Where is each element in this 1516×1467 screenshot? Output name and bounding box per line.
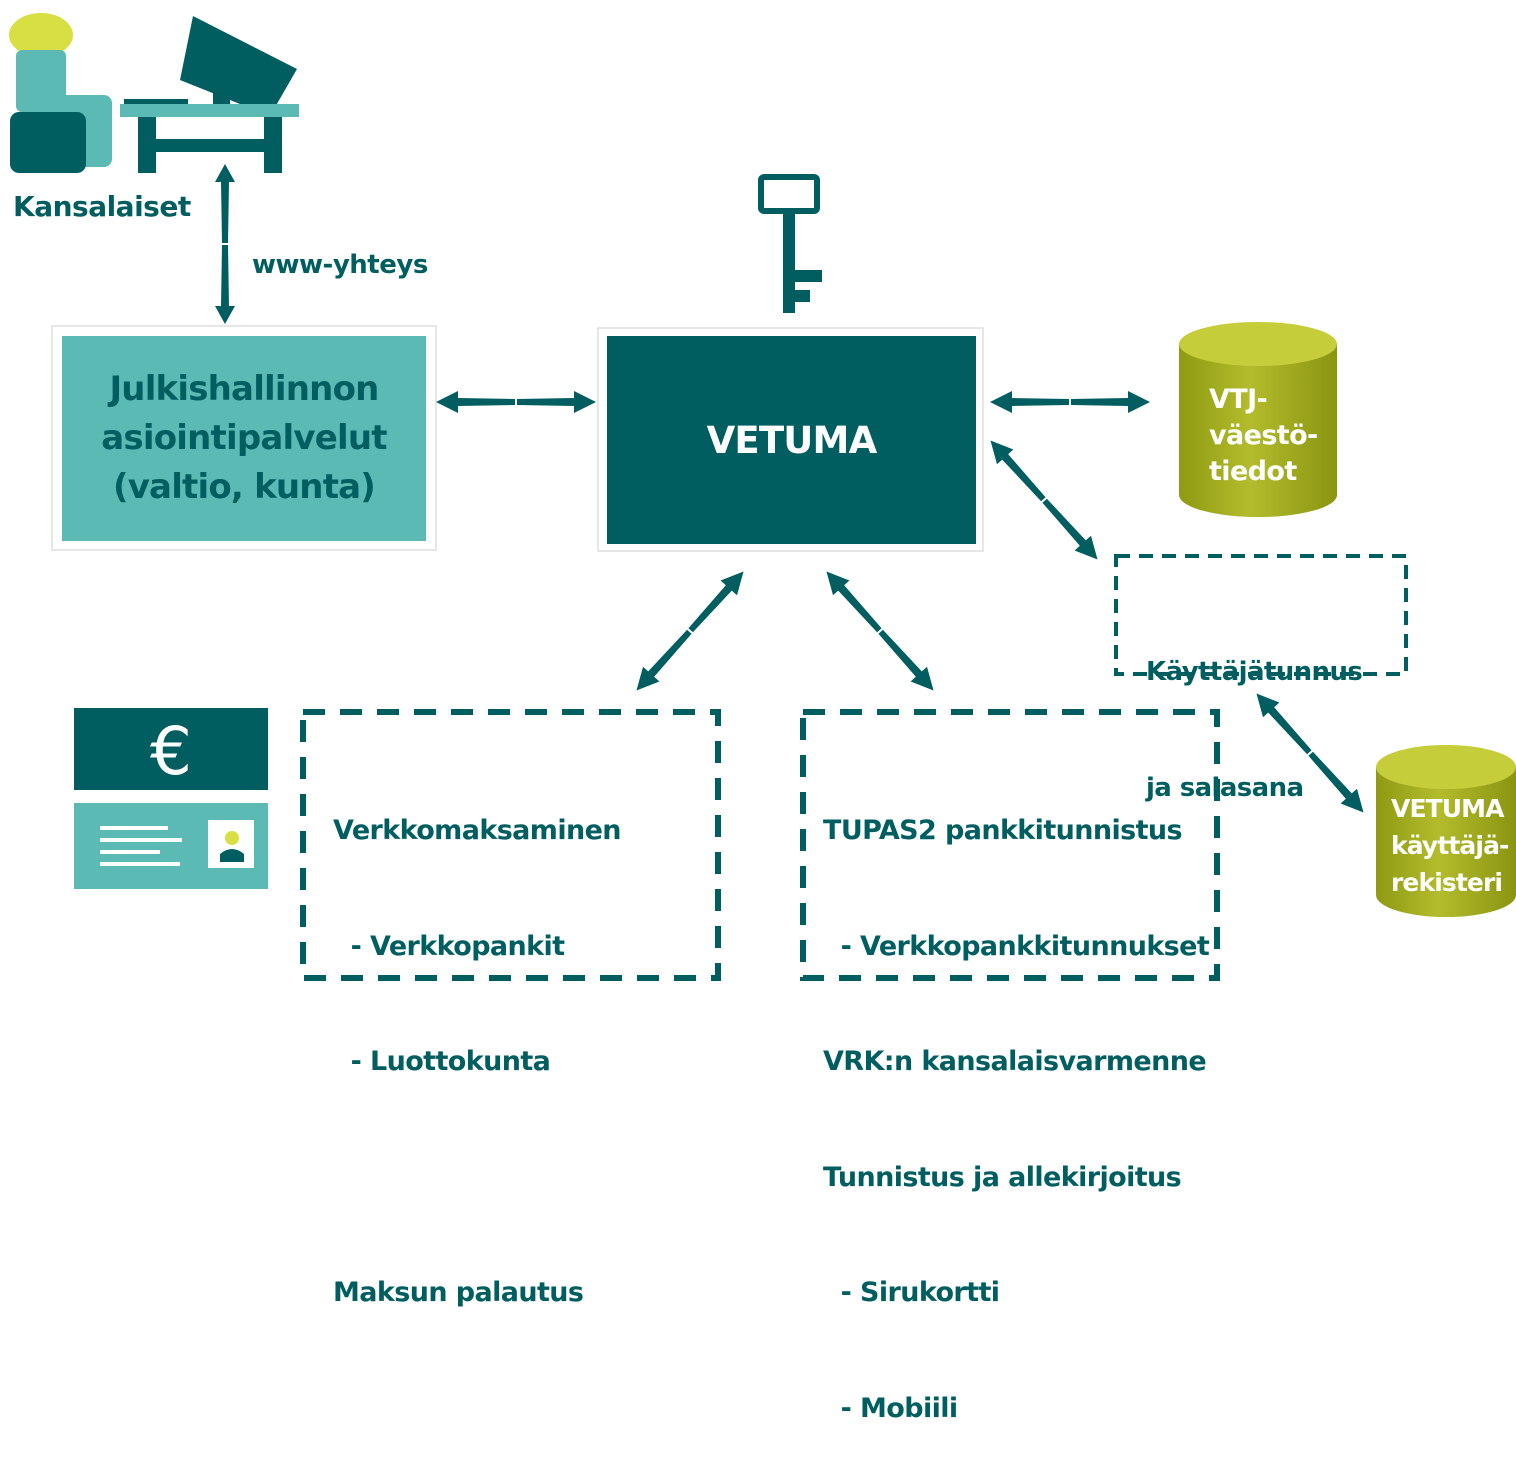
services-box-label: Julkishallinnon asiointipalvelut (valtio… — [62, 336, 426, 541]
vtj-line-3: tiedot — [1209, 456, 1297, 487]
services-box — [62, 336, 426, 541]
payment-box — [300, 709, 721, 981]
credentials-line-2: ja salasana — [1146, 772, 1304, 803]
payment-line-3: - Luottokunta — [333, 1046, 551, 1077]
citizens-label: Kansalaiset — [13, 190, 191, 223]
connection-arrows — [215, 164, 1364, 813]
credentials-registry-arrow — [1256, 693, 1364, 813]
services-vetuma-arrow — [436, 391, 596, 413]
vetuma-architecture-diagram: € — [9, 13, 1516, 981]
www-connection-arrow — [215, 164, 235, 324]
identification-box — [800, 709, 1220, 981]
identification-line-3: VRK:n kansalaisvarmenne — [823, 1046, 1207, 1077]
identification-line-1: TUPAS2 pankkitunnistus — [823, 815, 1183, 846]
vetuma-vtj-arrow — [990, 391, 1150, 413]
person-at-computer-icon — [9, 13, 299, 173]
payment-line-5: Maksun palautus — [333, 1277, 584, 1308]
vetuma-registry-label: VETUMA käyttäjä- rekisteri — [1391, 790, 1509, 901]
identification-line-2: - Verkkopankkitunnukset — [823, 930, 1210, 962]
services-line-3: (valtio, kunta) — [112, 467, 376, 507]
credentials-label: Käyttäjätunnus ja salasana — [1146, 576, 1363, 846]
services-line-1: Julkishallinnon — [109, 369, 379, 409]
vetuma-box — [607, 336, 976, 544]
euro-card-icon: € — [74, 708, 268, 889]
vtj-line-2: väestö- — [1209, 420, 1318, 451]
key-icon — [758, 174, 822, 313]
euro-sign-icon: € — [150, 713, 192, 790]
identification-line-5: - Sirukortti — [823, 1277, 1000, 1308]
payment-line-2: - Verkkopankit — [333, 930, 565, 962]
vetuma-registry-database-icon — [1376, 745, 1516, 917]
registry-line-2: käyttäjä- — [1391, 831, 1509, 860]
vtj-database-icon — [1179, 322, 1337, 517]
vetuma-label: VETUMA — [706, 418, 878, 462]
credentials-line-1: Käyttäjätunnus — [1146, 657, 1363, 687]
services-line-2: asiointipalvelut — [101, 418, 387, 458]
vetuma-credentials-arrow — [990, 440, 1098, 560]
registry-line-1: VETUMA — [1391, 794, 1505, 823]
identification-list: TUPAS2 pankkitunnistus - Verkkopankkitun… — [823, 735, 1210, 1467]
vtj-line-1: VTJ- — [1209, 384, 1268, 415]
payment-line-1: Verkkomaksaminen — [333, 815, 622, 846]
identification-line-4: Tunnistus ja allekirjoitus — [823, 1161, 1182, 1193]
vetuma-identification-arrow — [826, 571, 934, 691]
identification-line-6: - Mobiili — [823, 1392, 959, 1424]
vetuma-payment-arrow — [636, 571, 744, 691]
payment-list: Verkkomaksaminen - Verkkopankit - Luotto… — [333, 735, 622, 1351]
credentials-box — [1114, 554, 1408, 676]
vetuma-box-label: VETUMA — [607, 336, 976, 544]
vtj-database-label: VTJ- väestö- tiedot — [1209, 382, 1318, 490]
registry-line-3: rekisteri — [1391, 868, 1503, 897]
www-connection-label: www-yhteys — [252, 250, 428, 280]
payment-line-4 — [333, 1159, 621, 1198]
